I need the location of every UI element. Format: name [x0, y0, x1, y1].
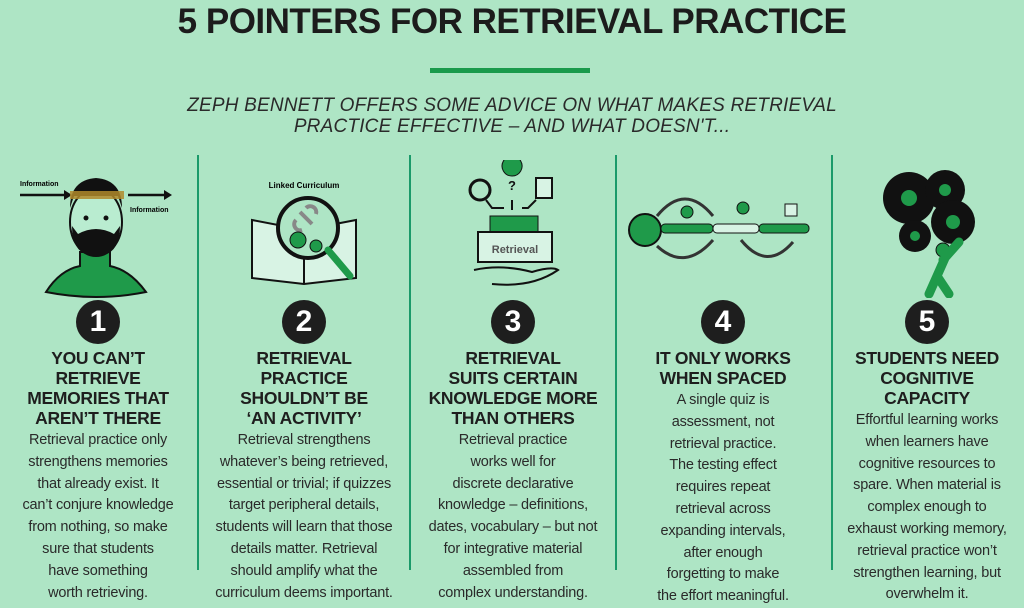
column-divider	[831, 155, 833, 570]
column-divider	[615, 155, 617, 570]
pointer-4: 4 IT ONLY WORKS WHEN SPACED A single qui…	[617, 160, 829, 608]
pointer-number: 3	[491, 300, 535, 344]
pointer-body: Retrieval practice works well for discre…	[428, 432, 598, 601]
pointer-heading: RETRIEVAL SUITS CERTAIN KNOWLEDGE MORE T…	[428, 348, 598, 428]
pointer-3: ? Retrieval 3 RETRIEVAL SUITS CERTAIN KN…	[412, 160, 614, 604]
pointer-number: 1	[76, 300, 120, 344]
pointer-heading: YOU CAN’T RETRIEVE MEMORIES THAT AREN’T …	[27, 348, 169, 428]
title-underline	[430, 68, 590, 73]
column-divider	[197, 155, 199, 570]
page-title: 5 POINTERS FOR RETRIEVAL PRACTICE	[177, 2, 847, 41]
icon-label-retrieval: Retrieval	[492, 244, 538, 256]
person-carrying-gears-icon	[833, 160, 1021, 298]
svg-text:?: ?	[508, 178, 516, 193]
icon-label-information-in: Information	[20, 181, 59, 188]
pointer-body: Effortful learning works when learners h…	[847, 412, 1007, 603]
pointer-1: Information Information 1 YOU CAN’T RETR…	[0, 160, 196, 604]
pointer-number: 5	[905, 300, 949, 344]
icon-label-information-out: Information	[130, 207, 169, 214]
pointer-heading: IT ONLY WORKS WHEN SPACED	[655, 348, 791, 388]
pointer-heading: STUDENTS NEED COGNITIVE CAPACITY	[855, 348, 999, 408]
pointer-number: 4	[701, 300, 745, 344]
pointer-2: Linked Curriculum 2 RETRIEVAL PRACTICE S…	[200, 160, 408, 604]
pointer-body: A single quiz is assessment, not retriev…	[657, 392, 789, 605]
spaced-timeline-icon	[617, 160, 829, 298]
pointer-body: Retrieval strengthens whatever’s being r…	[215, 432, 393, 601]
retrieval-box-icon: ? Retrieval	[412, 160, 614, 298]
icon-label-linked-curriculum: Linked Curriculum	[269, 181, 340, 190]
pointer-body: Retrieval practice only strengthens memo…	[22, 432, 174, 601]
column-divider	[409, 155, 411, 570]
head-information-icon: Information Information	[0, 160, 196, 298]
book-magnifier-icon: Linked Curriculum	[200, 160, 408, 298]
subtitle: ZEPH BENNETT OFFERS SOME ADVICE ON WHAT …	[187, 95, 837, 137]
pointer-number: 2	[282, 300, 326, 344]
pointer-heading: RETRIEVAL PRACTICE SHOULDN’T BE ‘AN ACTI…	[240, 348, 368, 428]
pointer-5: 5 STUDENTS NEED COGNITIVE CAPACITY Effor…	[833, 160, 1021, 606]
